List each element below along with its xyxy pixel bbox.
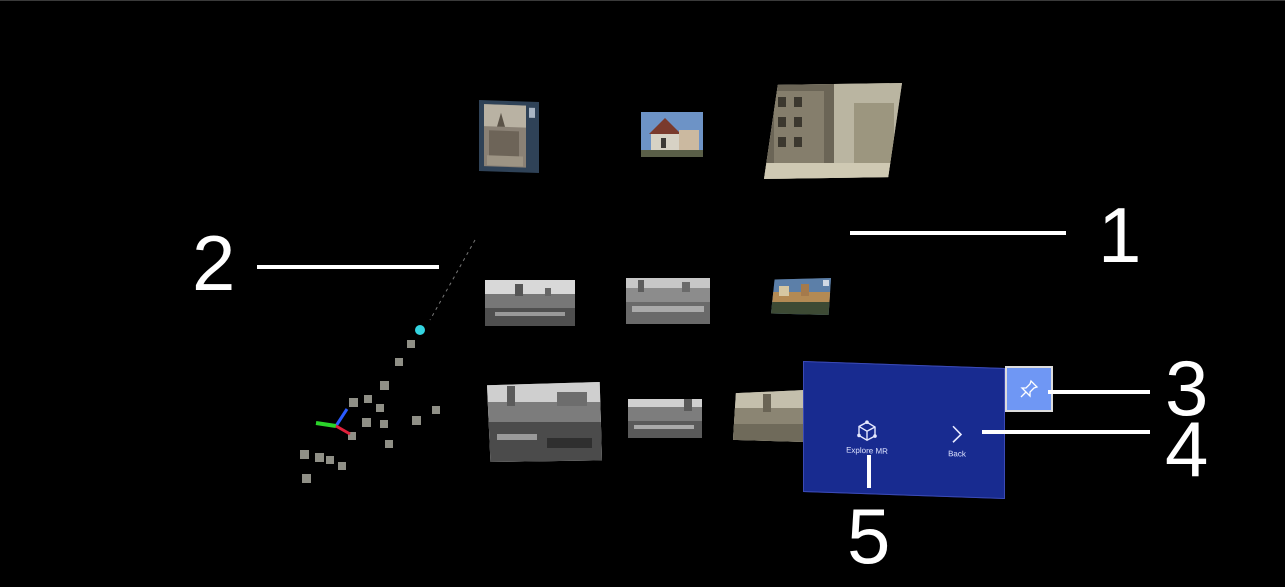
photo-card-7[interactable]	[487, 382, 602, 462]
photo-image	[641, 112, 703, 157]
explore-mr-button[interactable]: Explore MR	[842, 419, 892, 456]
photo-image	[764, 83, 902, 179]
hand-menu-panel: Explore MR Back	[803, 361, 1005, 500]
photo-image	[733, 390, 805, 442]
photo-card-4[interactable]	[485, 280, 575, 326]
window-border	[0, 0, 1285, 1]
photo-image	[484, 104, 535, 168]
scene-gizmo	[300, 239, 476, 483]
photo-image	[485, 280, 575, 326]
camera-position-marker	[415, 325, 425, 335]
chevron-right-icon	[949, 423, 965, 448]
photo-card-1[interactable]	[479, 99, 539, 174]
photo-card-6[interactable]	[771, 278, 831, 315]
photo-card-5[interactable]	[626, 278, 710, 324]
photo-card-3[interactable]	[764, 83, 902, 179]
back-label: Back	[948, 449, 966, 459]
camera-frustum-markers	[300, 340, 440, 483]
callout-line-4	[982, 430, 1150, 434]
photo-card-2[interactable]	[641, 112, 703, 157]
callout-number-2: 2	[192, 219, 236, 307]
callout-line-1	[850, 231, 1066, 235]
photo-card-8[interactable]	[628, 399, 702, 438]
back-button[interactable]: Back	[942, 423, 972, 459]
photo-card-9[interactable]	[733, 390, 805, 442]
callout-number-5: 5	[847, 492, 891, 580]
callout-line-3	[1048, 390, 1150, 394]
photo-image	[487, 382, 602, 462]
callout-line-2	[257, 265, 439, 269]
callout-line-5	[867, 455, 871, 488]
pin-button[interactable]	[1005, 366, 1053, 412]
callout-number-1: 1	[1098, 191, 1142, 279]
pin-icon	[1019, 379, 1039, 404]
cube-network-icon	[856, 420, 878, 445]
photo-image	[628, 399, 702, 438]
photo-image	[771, 278, 831, 315]
callout-number-4: 4	[1165, 405, 1209, 493]
callout-number-3: 3	[1165, 344, 1209, 432]
photo-image	[626, 278, 710, 324]
